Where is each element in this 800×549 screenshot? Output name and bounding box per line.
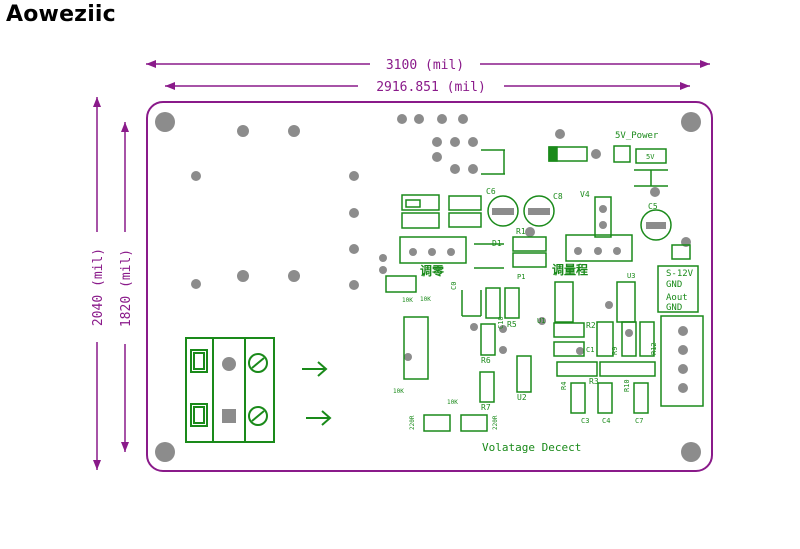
small-pads bbox=[191, 114, 691, 361]
label-r1: R1 bbox=[516, 227, 526, 236]
dimension-height-overall-label: 2040 (mil) bbox=[91, 248, 106, 326]
label-s-12v: S-12V bbox=[666, 269, 694, 279]
label-5v: 5V bbox=[646, 153, 655, 161]
label-220r-2: 220R bbox=[492, 415, 499, 430]
dimension-width-overall: 3100 (mil) bbox=[146, 56, 710, 73]
mounting-hole-top-right bbox=[681, 112, 701, 132]
mounting-hole-bottom-left bbox=[155, 442, 175, 462]
label-c6: C6 bbox=[486, 187, 496, 196]
silkscreen-components bbox=[385, 145, 704, 432]
label-c1: C1 bbox=[586, 346, 594, 354]
label-r10: R10 bbox=[623, 379, 631, 392]
label-5v-power: 5V_Power bbox=[615, 131, 659, 141]
mounting-hole-top-left bbox=[155, 112, 175, 132]
brand-title: Aoweziic bbox=[6, 2, 116, 27]
label-r7: R7 bbox=[481, 403, 491, 412]
label-10k-3: 10K bbox=[393, 388, 404, 395]
dimension-width-holes: 2916.851 (mil) bbox=[165, 78, 690, 95]
dimension-width-overall-label: 3100 (mil) bbox=[386, 58, 464, 73]
label-c5: C5 bbox=[648, 202, 658, 211]
dimension-height-holes-label: 1820 (mil) bbox=[119, 249, 134, 327]
label-c7: C7 bbox=[635, 417, 643, 425]
dimension-height-holes: 1820 (mil) bbox=[117, 122, 134, 452]
label-zero-adjust: 调零 bbox=[420, 264, 445, 278]
label-c3: C3 bbox=[581, 417, 589, 425]
mounting-holes bbox=[155, 112, 701, 462]
mounting-hole-bottom-right bbox=[681, 442, 701, 462]
label-r12: R12 bbox=[650, 342, 658, 355]
label-u1: U1 bbox=[537, 317, 545, 325]
label-c0: C0 bbox=[450, 282, 458, 290]
label-10k-4: 10K bbox=[447, 399, 458, 406]
label-r2: R2 bbox=[586, 321, 596, 330]
label-d1: D1 bbox=[492, 239, 502, 248]
label-v4: V4 bbox=[580, 190, 590, 199]
arrows bbox=[302, 361, 332, 426]
label-gnd: GND bbox=[666, 280, 682, 290]
label-p1: P1 bbox=[517, 273, 525, 281]
label-r6: R6 bbox=[481, 356, 491, 365]
dimension-width-holes-label: 2916.851 (mil) bbox=[376, 80, 486, 95]
label-r4: R4 bbox=[560, 382, 568, 390]
large-pads bbox=[237, 125, 300, 282]
label-r5: R5 bbox=[507, 320, 517, 329]
label-10k-2: 10K bbox=[420, 296, 431, 303]
board-name: Volatage Decect bbox=[482, 441, 581, 454]
label-range-adjust: 调量程 bbox=[552, 262, 588, 277]
label-r9: R9 bbox=[611, 347, 619, 355]
label-10k-1: 10K bbox=[402, 297, 413, 304]
label-aout: Aout bbox=[666, 293, 688, 303]
terminal-block bbox=[185, 337, 275, 443]
board-outline bbox=[146, 101, 713, 472]
dimension-height-overall: 2040 (mil) bbox=[89, 97, 106, 470]
label-gnd-2: GND bbox=[666, 303, 682, 313]
label-220r-1: 220R bbox=[409, 415, 416, 430]
label-c8: C8 bbox=[553, 192, 563, 201]
label-c10: C10 bbox=[497, 316, 505, 329]
label-u2: U2 bbox=[517, 393, 527, 402]
label-c4: C4 bbox=[602, 417, 610, 425]
label-u3: U3 bbox=[627, 272, 635, 280]
label-r3: R3 bbox=[589, 377, 599, 386]
